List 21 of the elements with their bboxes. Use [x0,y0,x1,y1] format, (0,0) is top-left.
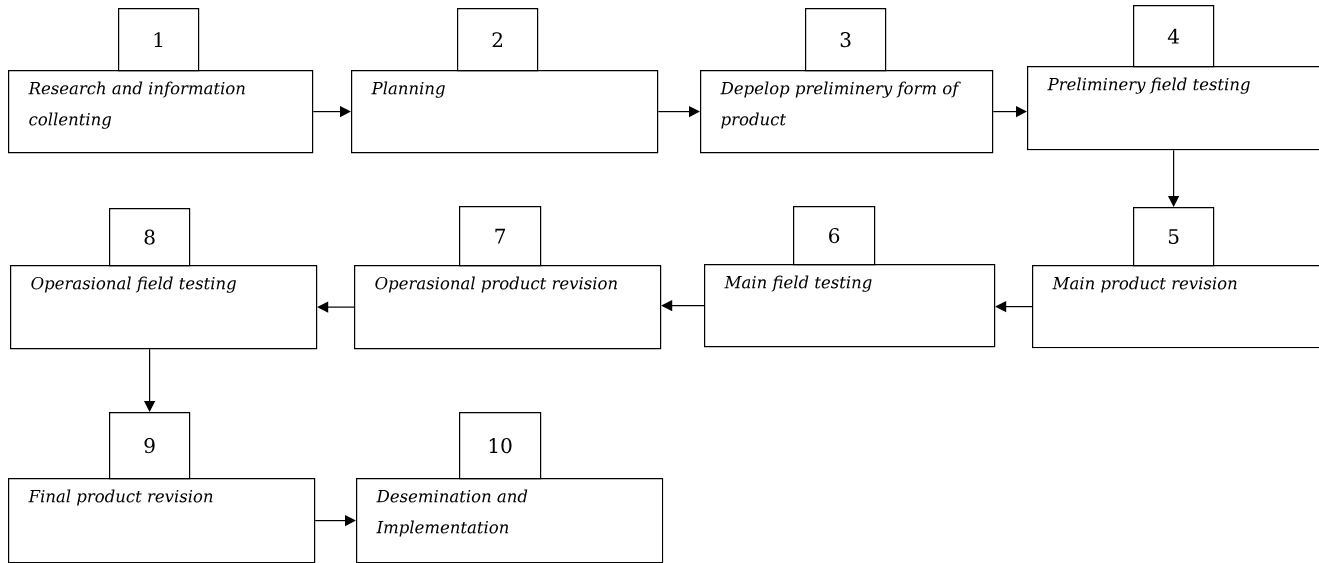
number-box: 9 [109,412,191,480]
step-box: Research and information collenting [8,70,314,154]
number-box: 2 [457,8,539,72]
number-box: 1 [118,8,200,72]
step-box: Operasional field testing [10,265,318,350]
number-box: 4 [1133,5,1215,68]
step-box: Planning [351,70,659,154]
step-box: Preliminery field testing [1027,66,1319,151]
step-box: Main product revision [1032,265,1319,349]
step-box: Final product revision [8,478,316,563]
number-box: 8 [109,208,191,267]
number-box: 6 [793,206,876,266]
arrow [317,301,355,313]
step-box: Desemination and Implementation [356,478,664,563]
step-box: Main field testing [704,264,996,348]
step-box: Operasional product revision [354,265,662,350]
number-box: 5 [1133,207,1215,267]
number-box: 7 [459,206,542,267]
number-box: 10 [459,412,542,480]
step-box: Depelop preliminery form of product [700,70,994,154]
number-box: 3 [805,8,887,72]
